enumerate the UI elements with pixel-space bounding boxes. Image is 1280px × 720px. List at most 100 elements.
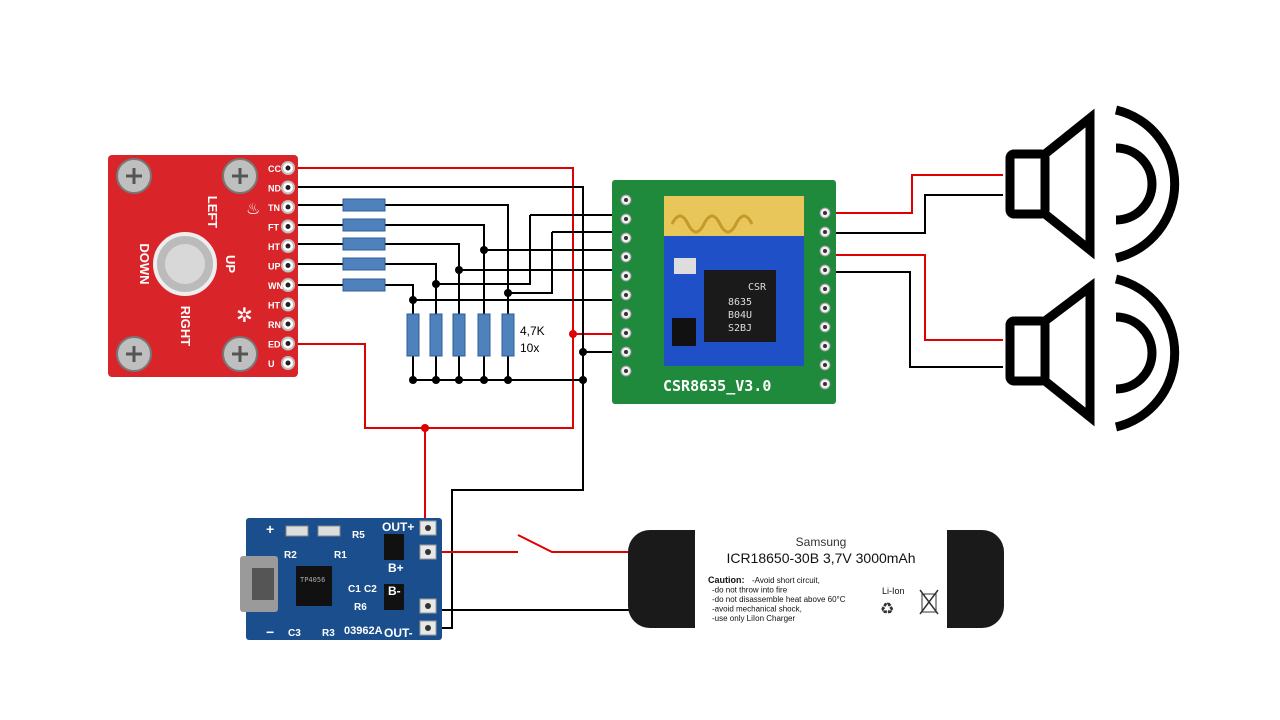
bt-pin-hole bbox=[624, 236, 628, 240]
resistor-count: 10x bbox=[520, 341, 539, 355]
caution-title: Caution: bbox=[708, 575, 745, 585]
resistor-v-1 bbox=[406, 313, 420, 357]
joystick-pin-label: RN bbox=[268, 320, 281, 330]
resistors: 4,7K 10x bbox=[342, 198, 545, 357]
label-right: RIGHT bbox=[178, 306, 193, 347]
bt-pin-hole bbox=[624, 217, 628, 221]
joystick-pin-hole bbox=[285, 302, 291, 307]
component-label: C1 bbox=[348, 584, 361, 595]
bt-pin-hole bbox=[624, 312, 628, 316]
battery-model: ICR18650-30B 3,7V 3000mAh bbox=[726, 550, 915, 566]
joystick-pin-label: HT bbox=[268, 301, 280, 311]
joystick-pin-hole bbox=[285, 263, 291, 268]
joystick-pin-label: ED bbox=[268, 340, 281, 350]
charger-pin-hole bbox=[425, 525, 431, 531]
bt-pin-hole bbox=[624, 293, 628, 297]
bt-pin-hole bbox=[624, 255, 628, 259]
speaker-2-icon bbox=[1005, 274, 1180, 432]
charger-pin-hole bbox=[425, 625, 431, 631]
joystick-pin-hole bbox=[285, 321, 291, 327]
resistor-v-2 bbox=[429, 313, 443, 357]
joystick-pin-label: WN bbox=[268, 281, 283, 291]
component-label: R2 bbox=[284, 550, 297, 561]
chip-code1: B04U bbox=[728, 310, 752, 321]
wire-spk1-minus bbox=[825, 194, 1003, 234]
joystick-pin-hole bbox=[285, 204, 291, 210]
bt-pin-hole bbox=[823, 230, 827, 234]
resistor-v-4 bbox=[477, 313, 491, 357]
joystick-pin-hole bbox=[285, 185, 291, 190]
bt-pin-hole bbox=[624, 350, 628, 354]
wire-signal-2 bbox=[288, 224, 625, 251]
wire-module-4 bbox=[508, 232, 553, 294]
component-label: R6 bbox=[354, 602, 367, 613]
wire-signal-5 bbox=[288, 284, 625, 301]
bt-pin-hole bbox=[624, 274, 628, 278]
resistor-v-3 bbox=[452, 313, 466, 357]
wire-vcc bbox=[288, 167, 574, 429]
wire-gnd bbox=[288, 186, 584, 629]
board-code: 03962A bbox=[344, 625, 383, 637]
joystick-pin-label: HT bbox=[268, 242, 280, 252]
module-name: CSR8635_V3.0 bbox=[663, 377, 771, 395]
bt-pins bbox=[620, 194, 831, 390]
caution-lines: -Avoid short circuit,-do not throw into … bbox=[712, 576, 846, 623]
caution-line: -Avoid short circuit, bbox=[752, 576, 820, 585]
bt-pin-hole bbox=[823, 249, 827, 253]
wire-spk2-plus bbox=[825, 254, 1003, 341]
bt-pin-hole bbox=[823, 382, 827, 386]
wire-battery-plus bbox=[430, 534, 640, 553]
charger-pins: OUT+B+B-OUT- bbox=[382, 520, 437, 640]
bt-pin-hole bbox=[823, 268, 827, 272]
recycle-icon: ♻ bbox=[880, 601, 894, 618]
joystick-pin-hole bbox=[285, 224, 291, 229]
junction-dots bbox=[409, 246, 587, 432]
joystick-pin-label: U bbox=[268, 359, 275, 369]
bt-pin-hole bbox=[823, 344, 827, 348]
bt-pin-hole bbox=[823, 306, 827, 310]
joystick-pin-label: ND bbox=[268, 184, 281, 194]
gear-icon: ✲ bbox=[236, 305, 253, 327]
wire-signal-4 bbox=[288, 263, 437, 284]
bt-pin-hole bbox=[624, 369, 628, 373]
label-left: LEFT bbox=[205, 196, 220, 229]
resistor-h-2 bbox=[342, 218, 386, 232]
caution-line: -avoid mechanical shock, bbox=[712, 605, 802, 614]
wire-module-2 bbox=[436, 215, 531, 285]
screw-icons bbox=[116, 158, 258, 372]
joystick-pin-hole bbox=[285, 165, 291, 171]
bt-pin-hole bbox=[823, 325, 827, 329]
joystick-board: LEFT UP DOWN RIGHT ♨ ✲ CCNDTNFTHTUPWNHTR… bbox=[108, 155, 298, 377]
joystick-pin-hole bbox=[285, 341, 291, 346]
wire-signal-1 bbox=[288, 204, 509, 293]
chip-brand: CSR bbox=[748, 282, 767, 293]
charger-ic bbox=[296, 566, 332, 606]
charger-pin-label: B+ bbox=[388, 561, 404, 575]
bt-pin-hole bbox=[624, 331, 628, 335]
bt-pin-hole bbox=[823, 287, 827, 291]
caution-line: -do not disassemble heat above 60°C bbox=[712, 595, 846, 604]
resistor-h-5 bbox=[342, 278, 386, 292]
charger-pin-hole bbox=[425, 549, 431, 555]
component-label: R1 bbox=[334, 550, 347, 561]
component-label: C2 bbox=[364, 584, 377, 595]
joystick-pin-label: TN bbox=[268, 203, 280, 213]
charger-plus: + bbox=[266, 521, 274, 537]
wire-spk1-plus bbox=[825, 174, 1003, 214]
battery-chem: Li-Ion bbox=[882, 586, 905, 596]
chip-part: 8635 bbox=[728, 297, 752, 308]
battery: Samsung ICR18650-30B 3,7V 3000mAh Cautio… bbox=[628, 530, 1004, 628]
component-label: R5 bbox=[352, 530, 365, 541]
joystick-pin-label: FT bbox=[268, 223, 279, 233]
flame-icon: ♨ bbox=[246, 201, 260, 218]
resistor-h-3 bbox=[342, 237, 386, 251]
charger-ic-text: TP4056 bbox=[300, 576, 325, 584]
speaker-1-icon bbox=[1005, 105, 1180, 263]
battery-brand: Samsung bbox=[796, 535, 847, 549]
joystick-pin-label: UP bbox=[268, 262, 281, 272]
bt-module: CSR 8635 B04U S2BJ CSR8635_V3.0 bbox=[612, 180, 836, 404]
battery-label bbox=[695, 530, 947, 628]
resistor-value: 4,7K bbox=[520, 324, 545, 338]
